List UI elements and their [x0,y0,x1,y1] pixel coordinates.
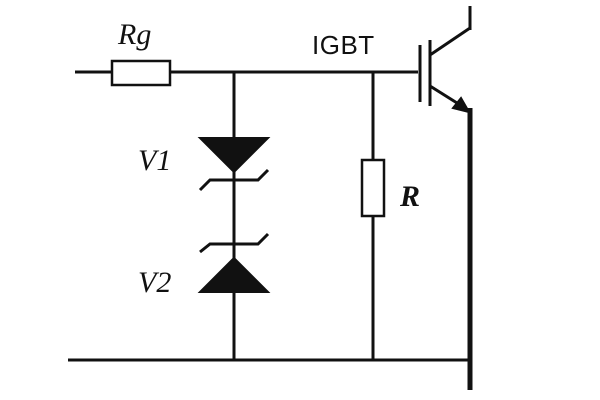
zener-diode-v2 [197,256,271,293]
igbt-collector-lead [429,26,471,57]
igbt-emitter-arrow [451,96,472,114]
label-rg: Rg [118,18,152,51]
igbt-symbol [418,6,473,390]
zener-v2-bar [199,232,270,254]
label-r: R [400,180,421,213]
label-v2: V2 [138,266,172,299]
gate-resistor-rg [110,59,172,87]
label-v1: V1 [138,144,172,177]
zener-diode-v1 [197,137,271,174]
label-igbt: IGBT [312,30,375,60]
resistor-r [360,158,386,218]
